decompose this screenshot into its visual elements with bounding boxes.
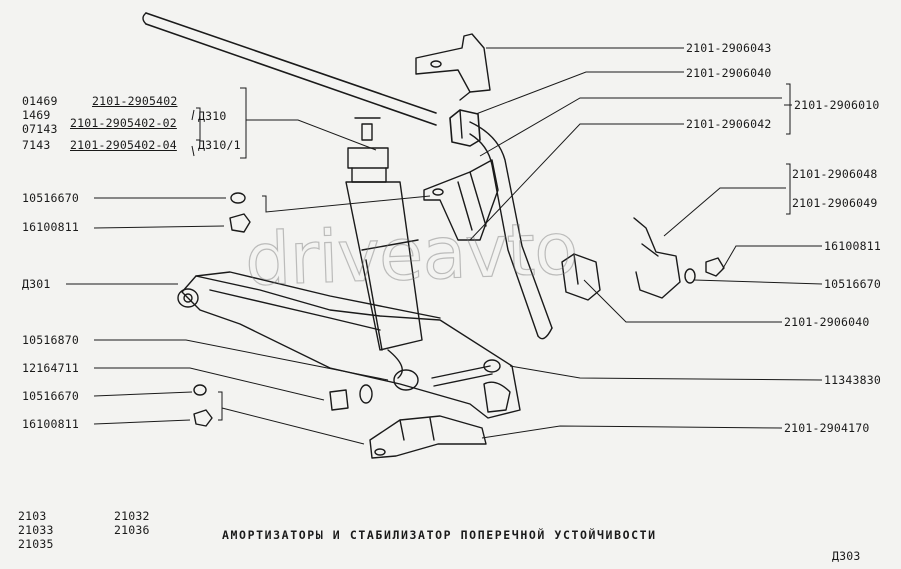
label-nut-low: 16100811 bbox=[22, 417, 79, 431]
label-2101-2905402-02: 2101-2905402-02 bbox=[70, 116, 177, 130]
label-01469: 01469 bbox=[22, 94, 58, 108]
nut-top-left bbox=[229, 213, 251, 233]
label-1469: 1469 bbox=[22, 108, 51, 122]
cushion-2906040 bbox=[561, 253, 601, 301]
clamp-2906048 bbox=[633, 217, 681, 299]
label-7143: 7143 bbox=[22, 138, 51, 152]
stabilizer-bar bbox=[142, 12, 553, 340]
washer-low bbox=[193, 384, 207, 396]
washer-top-left bbox=[230, 192, 246, 204]
label-2101-2906048: 2101-2906048 bbox=[792, 167, 878, 181]
bracket-2906043 bbox=[415, 33, 491, 101]
label-2101-2905402: 2101-2905402 bbox=[92, 94, 178, 108]
label-d310-1: Д310/1 bbox=[198, 138, 241, 152]
bracket-2904170 bbox=[369, 415, 487, 459]
label-washer-low: 10516670 bbox=[22, 389, 79, 403]
label-bush-low: 10516870 bbox=[22, 333, 79, 347]
nut-low bbox=[193, 409, 213, 427]
label-2101-2906042: 2101-2906042 bbox=[686, 117, 772, 131]
label-washer-top: 10516670 bbox=[22, 191, 79, 205]
label-2101-2905402-04: 2101-2905402-04 bbox=[70, 138, 177, 152]
model-21035: 21035 bbox=[18, 537, 54, 551]
leader-lines bbox=[66, 47, 823, 445]
model-21032: 21032 bbox=[114, 509, 150, 523]
label-d310: Д310 bbox=[198, 109, 227, 123]
washer-right bbox=[684, 268, 696, 284]
diagram-caption: АМОРТИЗАТОРЫ И СТАБИЛИЗАТОР ПОПЕРЕЧНОЙ У… bbox=[222, 528, 657, 542]
link-11343830 bbox=[393, 359, 511, 413]
watermark: driveavto bbox=[243, 206, 579, 303]
label-16100811-right: 16100811 bbox=[824, 239, 881, 253]
model-2103: 2103 bbox=[18, 509, 47, 523]
bar-cushion bbox=[449, 109, 481, 147]
model-21033: 21033 bbox=[18, 523, 54, 537]
label-nut-top: 16100811 bbox=[22, 220, 79, 234]
shock-absorber bbox=[345, 117, 423, 379]
label-2101-2906040: 2101-2906040 bbox=[686, 66, 772, 80]
nut-right bbox=[705, 257, 725, 277]
label-stud: 12164711 bbox=[22, 361, 79, 375]
label-11343830: 11343830 bbox=[824, 373, 881, 387]
label-2101-2906040-low: 2101-2906040 bbox=[784, 315, 870, 329]
label-2101-2906049: 2101-2906049 bbox=[792, 196, 878, 210]
page-code: Д303 bbox=[832, 549, 861, 563]
lower-arm bbox=[177, 271, 521, 419]
label-arm: Д301 bbox=[22, 277, 51, 291]
clamp-2906042 bbox=[423, 159, 499, 241]
label-2101-2904170: 2101-2904170 bbox=[784, 421, 870, 435]
label-2101-2906010: 2101-2906010 bbox=[794, 98, 880, 112]
label-2101-2906043: 2101-2906043 bbox=[686, 41, 772, 55]
label-07143: 07143 bbox=[22, 122, 58, 136]
label-10516670-right: 10516670 bbox=[824, 277, 881, 291]
bush-low bbox=[359, 384, 373, 404]
stud-low bbox=[329, 389, 349, 411]
model-21036: 21036 bbox=[114, 523, 150, 537]
